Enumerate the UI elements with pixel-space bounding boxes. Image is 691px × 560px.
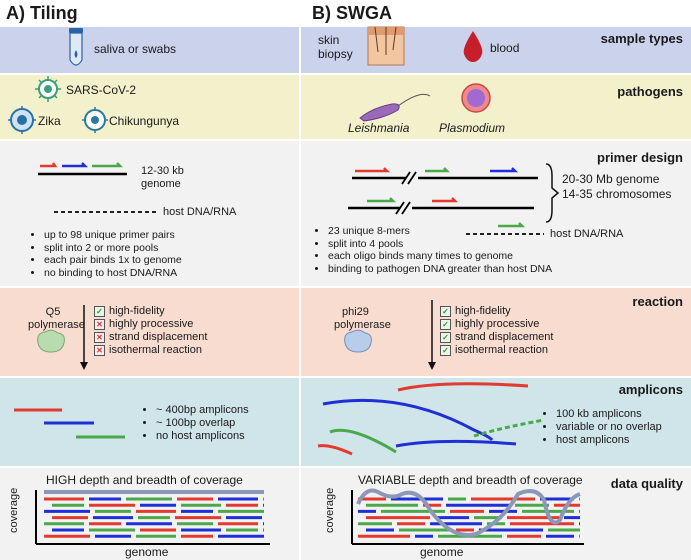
swga-property-2: ✓ strand displacement <box>440 331 553 344</box>
tiling-design-bullets: up to 98 unique primer pairs split into … <box>32 229 182 279</box>
row-label-sample-types: sample types <box>600 31 683 46</box>
plasmodium-icon <box>461 83 491 113</box>
leishmania-icon <box>359 93 431 122</box>
checkmark-icon: ✓ <box>440 332 451 343</box>
swga-axis-x: genome <box>420 545 464 559</box>
tiling-axis-y: coverage <box>8 487 20 533</box>
swga-pathogen-leishmania: Leishmania <box>348 121 410 135</box>
cross-icon: ✕ <box>94 345 105 356</box>
tiling-primer-arrows <box>38 162 127 176</box>
swga-chromosomes: 14-35 chromosomes <box>562 187 672 201</box>
swga-property-0: ✓ high-fidelity <box>440 305 553 318</box>
swga-polymerase-word: polymerase <box>334 319 391 331</box>
phi29-polymerase-icon <box>344 329 372 353</box>
tiling-coverage-plot <box>35 490 270 545</box>
swga-quality-title: VARIABLE depth and breadth of coverage <box>358 473 583 487</box>
tiling-genome-size: 12-30 kb <box>141 165 184 177</box>
tiling-polymerase-name: Q5 <box>45 306 61 318</box>
swga-properties: ✓ high-fidelity ✓ highly processive ✓ strand … <box>440 305 553 357</box>
tiling-property-1: ✕ highly processive <box>94 318 207 331</box>
swga-sample-biopsy: biopsy <box>318 47 353 61</box>
swga-axis-y: coverage <box>324 487 336 533</box>
tiling-properties: ✓ high-fidelity ✕ highly processive ✕ strand … <box>94 305 207 357</box>
row-label-amplicons: amplicons <box>618 382 683 397</box>
swga-property-label: high-fidelity <box>455 305 511 317</box>
tiling-quality-title: HIGH depth and breadth of coverage <box>46 473 243 487</box>
tiling-property-label: high-fidelity <box>109 305 165 317</box>
cross-icon: ✕ <box>94 332 105 343</box>
band-design-b <box>301 141 691 286</box>
tiling-property-2: ✕ strand displacement <box>94 331 207 344</box>
checkmark-icon: ✓ <box>440 319 451 330</box>
row-label-reaction: reaction <box>632 294 683 309</box>
swga-property-label: highly processive <box>455 318 540 330</box>
swga-property-label: strand displacement <box>455 331 554 343</box>
tiling-pathogen-zika: Zika <box>38 114 61 128</box>
row-label-primer-design: primer design <box>597 150 683 165</box>
swga-design-bullets: 23 unique 8-mers split into 4 pools each… <box>316 225 552 275</box>
swga-amplicons <box>317 382 545 456</box>
swga-host-label: host DNA/RNA <box>550 228 624 240</box>
tiling-amplicon-bullets: ~ 400bp amplicons ~ 100bp overlap no hos… <box>144 404 249 443</box>
swga-sample-skin: skin <box>318 33 340 47</box>
swga-amplicon-bullets: 100 kb amplicons variable or no overlap … <box>544 408 662 447</box>
tiling-property-label: highly processive <box>109 318 194 330</box>
swga-coverage-plot <box>351 488 584 545</box>
chikungunya-virus-icon <box>82 107 108 133</box>
tiling-property-label: strand displacement <box>109 331 208 343</box>
band-pathogens-b <box>301 75 691 139</box>
panel-b-title: B) SWGA <box>312 3 392 23</box>
tiling-property-0: ✓ high-fidelity <box>94 305 207 318</box>
tiling-axis-x: genome <box>125 545 169 559</box>
row-label-data-quality: data quality <box>610 476 683 491</box>
band-reaction-b <box>301 288 691 376</box>
blood-drop-icon <box>463 31 483 62</box>
panel-a-title: A) Tiling <box>6 3 78 23</box>
tiling-host-label: host DNA/RNA <box>163 206 237 218</box>
swga-primer-design <box>348 163 560 235</box>
zika-virus-icon <box>8 106 36 134</box>
tiling-genome-word: genome <box>141 178 181 190</box>
swga-genome-size: 20-30 Mb genome <box>562 172 660 186</box>
tiling-polymerase-word: polymerase <box>28 319 85 331</box>
q5-polymerase-icon <box>37 329 65 353</box>
swga-property-1: ✓ highly processive <box>440 318 553 331</box>
band-sample-a <box>0 27 299 73</box>
checkmark-icon: ✓ <box>440 345 451 356</box>
swga-property-3: ✓ isothermal reaction <box>440 344 553 357</box>
swga-polymerase-name: phi29 <box>342 306 369 318</box>
swga-pathogen-plasmodium: Plasmodium <box>439 121 506 135</box>
test-tube-icon <box>69 28 83 66</box>
row-label-pathogens: pathogens <box>617 84 683 99</box>
band-amplicons-b <box>301 378 691 466</box>
checkmark-icon: ✓ <box>440 306 451 317</box>
swga-sample-blood: blood <box>490 41 520 55</box>
tiling-amplicons <box>14 408 125 439</box>
band-sample-b <box>301 27 691 73</box>
tiling-sample-label: saliva or swabs <box>94 42 177 56</box>
sars-cov-2-virus-icon <box>35 76 61 102</box>
tiling-pathogen-sars: SARS-CoV-2 <box>66 83 137 97</box>
checkmark-icon: ✓ <box>94 306 105 317</box>
tiling-property-3: ✕ isothermal reaction <box>94 344 207 357</box>
tiling-pathogen-chik: Chikungunya <box>109 114 180 128</box>
cross-icon: ✕ <box>94 319 105 330</box>
tiling-property-label: isothermal reaction <box>109 344 202 356</box>
swga-property-label: isothermal reaction <box>455 344 548 356</box>
skin-biopsy-icon <box>367 26 405 66</box>
